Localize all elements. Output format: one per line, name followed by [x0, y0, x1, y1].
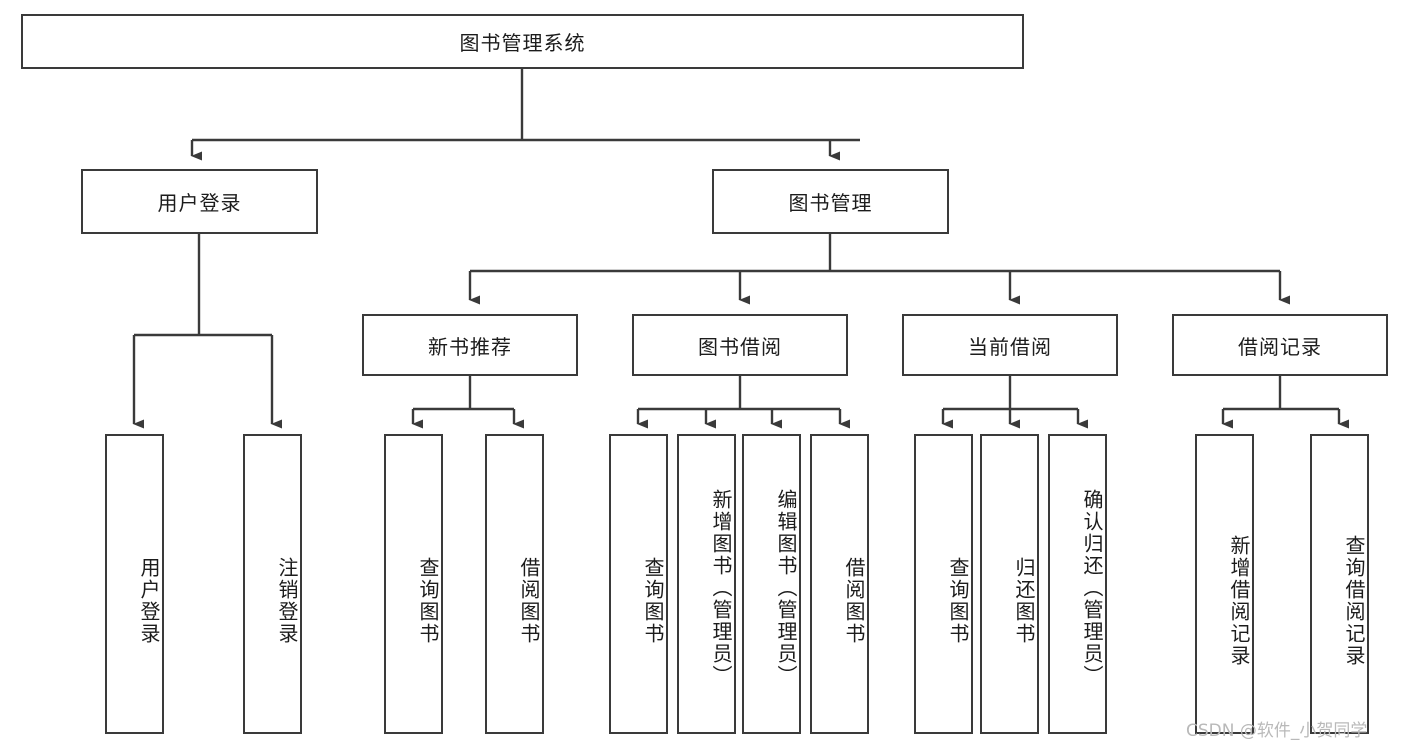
node-label: 图书借阅	[698, 334, 782, 359]
node-label: 查询图书	[416, 557, 440, 645]
node-label: 注销登录	[275, 557, 299, 645]
node-label: 图书管理系统	[459, 31, 586, 55]
node-root-system[interactable]: 图书管理系统	[21, 14, 1024, 69]
node-label: 查询图书	[946, 557, 970, 645]
node-new-book-recommend[interactable]: 新书推荐	[362, 314, 578, 376]
node-current-borrow[interactable]: 当前借阅	[902, 314, 1118, 376]
node-leaf-query-book-1[interactable]: 查询图书	[384, 434, 443, 734]
node-leaf-query-record[interactable]: 查询借阅记录	[1310, 434, 1369, 734]
node-leaf-return-book[interactable]: 归还图书	[980, 434, 1039, 734]
node-book-management[interactable]: 图书管理	[712, 169, 949, 234]
node-label: 用户登录	[157, 191, 242, 215]
node-label: 归还图书	[1012, 557, 1036, 645]
node-label: 借阅记录	[1238, 334, 1322, 359]
node-leaf-borrow-book-2[interactable]: 借阅图书	[810, 434, 869, 734]
node-borrow-record[interactable]: 借阅记录	[1172, 314, 1388, 376]
node-user-login[interactable]: 用户登录	[81, 169, 318, 234]
node-label: 新书推荐	[428, 334, 512, 359]
node-leaf-confirm-return[interactable]: 确认归还（管理员）	[1048, 434, 1107, 734]
node-leaf-query-book-2[interactable]: 查询图书	[609, 434, 668, 734]
node-label: 借阅图书	[517, 557, 541, 645]
csdn-watermark: CSDN @软件_小贺同学	[1186, 721, 1368, 741]
node-label: 图书管理	[788, 191, 873, 215]
node-label: 新增图书（管理员）	[709, 489, 733, 687]
node-label: 用户登录	[137, 557, 161, 645]
node-leaf-borrow-book-1[interactable]: 借阅图书	[485, 434, 544, 734]
node-label: 查询借阅记录	[1342, 535, 1366, 667]
node-label: 当前借阅	[968, 334, 1052, 359]
node-label: 借阅图书	[842, 557, 866, 645]
node-label: 编辑图书（管理员）	[774, 489, 798, 687]
node-label: 查询图书	[641, 557, 665, 645]
node-label: 新增借阅记录	[1227, 535, 1251, 667]
node-leaf-user-logout[interactable]: 注销登录	[243, 434, 302, 734]
node-label: 确认归还（管理员）	[1080, 489, 1104, 687]
node-leaf-add-book[interactable]: 新增图书（管理员）	[677, 434, 736, 734]
node-leaf-user-login[interactable]: 用户登录	[105, 434, 164, 734]
node-leaf-add-record[interactable]: 新增借阅记录	[1195, 434, 1254, 734]
node-book-borrow[interactable]: 图书借阅	[632, 314, 848, 376]
node-leaf-query-book-3[interactable]: 查询图书	[914, 434, 973, 734]
node-leaf-edit-book[interactable]: 编辑图书（管理员）	[742, 434, 801, 734]
